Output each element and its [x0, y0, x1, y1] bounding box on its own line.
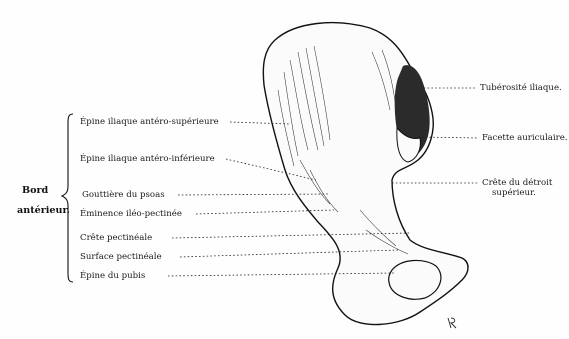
group-label-line2: antérieur. [17, 205, 70, 216]
group-label-line1: Bord [22, 185, 49, 196]
label-epine-iliaque-antero-superieure: Épine iliaque antéro-supérieure [80, 115, 219, 127]
label-crete-du-detroit: Crête du détroit [482, 177, 553, 188]
label-superieur: supérieur. [492, 187, 536, 198]
label-facette-auriculaire: Facette auriculaire. [482, 133, 568, 143]
label-epine-du-pubis: Épine du pubis [80, 269, 145, 281]
obturator-foramen [389, 260, 441, 299]
label-tuberosite-iliaque: Tubérosité iliaque. [480, 82, 562, 93]
label-gouttiere-du-psoas: Gouttière du psoas [82, 189, 165, 200]
label-crete-pectineale: Crête pectinéale [80, 232, 152, 243]
label-eminence-ileo-pectinee: Éminence iléo-pectinée [80, 207, 182, 219]
ilium-bone [263, 23, 468, 325]
engraver-signature-mark [448, 318, 456, 328]
anterior-border-bracket [62, 114, 73, 282]
label-surface-pectineale: Surface pectinéale [80, 251, 162, 262]
label-epine-iliaque-antero-inferieure: Épine iliaque antéro-inférieure [80, 152, 215, 164]
